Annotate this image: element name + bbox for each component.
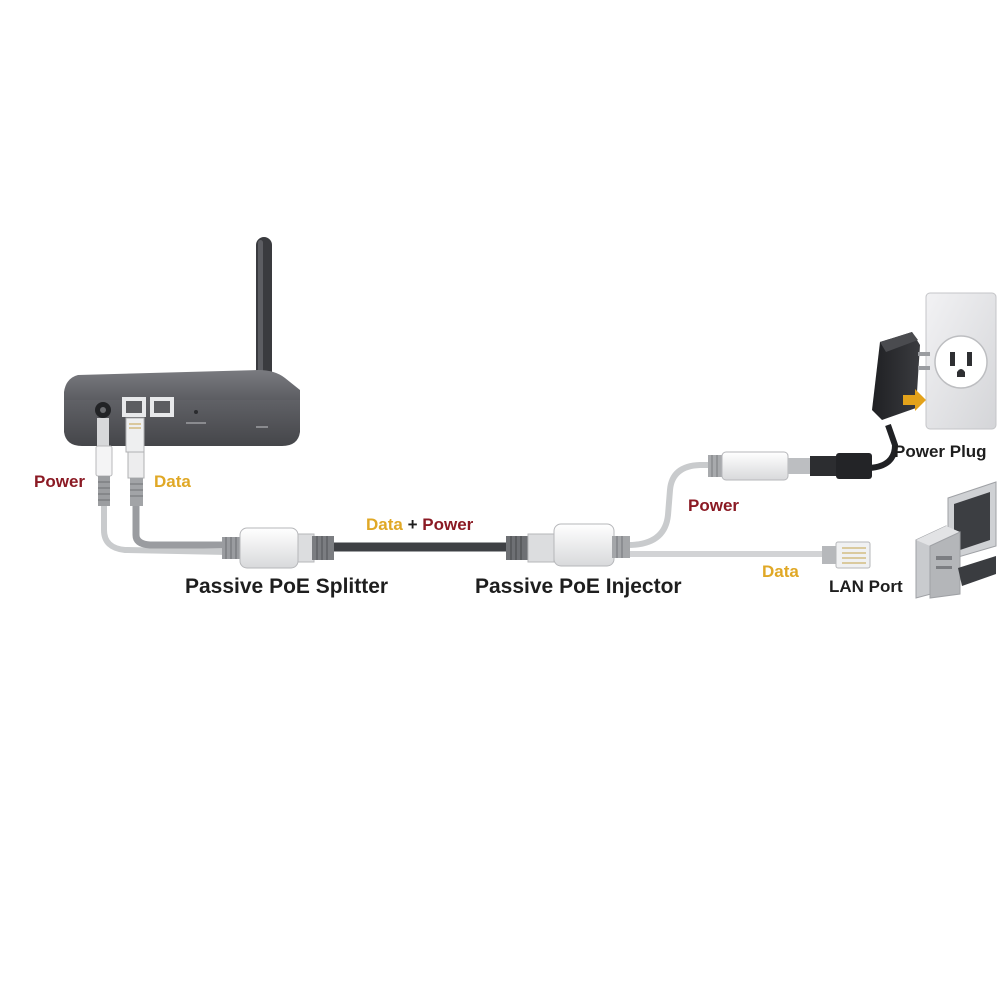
- wall-outlet-icon: [925, 292, 997, 430]
- combined-power-text: Power: [422, 515, 474, 534]
- splitter-label: Passive PoE Splitter: [185, 575, 389, 598]
- router-data-cable: [132, 505, 228, 549]
- injector-label: Passive PoE Injector: [475, 575, 682, 598]
- dc-barrel-connector: [708, 451, 872, 481]
- power-plug-label: Power Plug: [894, 442, 987, 461]
- combined-label: Data + Power: [366, 515, 473, 535]
- arrow-right-icon: [903, 389, 926, 411]
- computer-icon: [915, 481, 997, 599]
- router-data-plug: [125, 417, 145, 506]
- power-adapter-icon: [872, 332, 930, 420]
- router-icon: [64, 237, 300, 446]
- adapter-cable: [869, 424, 899, 471]
- router-power-cable: [101, 505, 229, 555]
- combined-plus-text: +: [407, 515, 418, 534]
- injector-power-cable: [627, 462, 712, 548]
- poe-injector: [506, 523, 630, 567]
- router-power-label: Power: [34, 472, 86, 491]
- lan-port-label: LAN Port: [829, 577, 903, 596]
- injector-power-label: Power: [688, 496, 740, 515]
- lan-rj45-plug: [822, 541, 871, 569]
- lan-data-label: Data: [762, 562, 799, 581]
- router-data-label: Data: [154, 472, 191, 491]
- combined-data-text: Data: [366, 515, 403, 534]
- router-power-plug: [95, 418, 113, 506]
- poe-splitter: [222, 527, 334, 569]
